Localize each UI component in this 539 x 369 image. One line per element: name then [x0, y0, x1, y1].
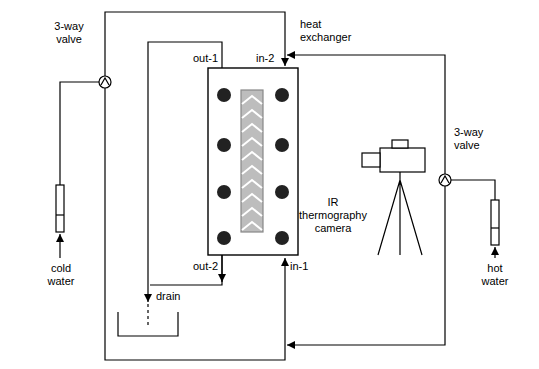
- pipe: [451, 180, 495, 200]
- pipe: [494, 247, 495, 258]
- flowmeter-float: [491, 227, 499, 228]
- chevron: [242, 222, 262, 230]
- valve-symbol: [439, 174, 451, 186]
- port-label: out-1: [186, 52, 218, 65]
- valve-symbol: [101, 78, 109, 85]
- pipe: [287, 186, 445, 345]
- pipe: [105, 12, 285, 76]
- port-hole: [275, 88, 289, 102]
- supply-label: cold water: [39, 262, 83, 288]
- part-label: drain: [156, 290, 196, 303]
- port-hole: [217, 88, 231, 102]
- supply-label: hot water: [473, 262, 517, 288]
- valve-symbol: [99, 76, 111, 88]
- port-label: in-1: [290, 260, 316, 273]
- chevron: [242, 166, 262, 174]
- chevron: [242, 152, 262, 160]
- valve-label: 3-way valve: [454, 126, 502, 152]
- chevron: [242, 124, 262, 132]
- port-hole: [275, 185, 289, 199]
- chevron-plate: [241, 90, 263, 232]
- pipe: [287, 55, 445, 174]
- port-hole: [217, 185, 231, 199]
- pipe: [150, 255, 222, 285]
- port-hole: [275, 231, 289, 245]
- pipe: [221, 255, 222, 282]
- pipe: [59, 234, 60, 258]
- pipe: [60, 82, 99, 185]
- pipe: [105, 88, 285, 360]
- part-label: heat exchanger: [300, 18, 362, 44]
- part-label: IR thermography camera: [296, 196, 370, 235]
- chevron: [242, 194, 262, 202]
- drain-tray: [118, 312, 178, 336]
- port-label: out-2: [186, 260, 218, 273]
- camera-viewfinder: [392, 140, 408, 148]
- valve-symbol: [441, 176, 449, 183]
- chevron: [242, 180, 262, 188]
- port-hole: [217, 138, 231, 152]
- flowmeter-float: [56, 214, 64, 215]
- tripod: [378, 172, 422, 255]
- chevron: [242, 138, 262, 146]
- chevron: [242, 96, 262, 104]
- camera-lens: [362, 153, 380, 167]
- heat-exchanger: [208, 68, 298, 255]
- port-label: in-2: [256, 52, 282, 65]
- camera-body: [380, 148, 425, 172]
- drain-drop: [147, 304, 148, 326]
- port-hole: [217, 231, 231, 245]
- valve-label: 3-way valve: [44, 20, 94, 46]
- port-hole: [275, 138, 289, 152]
- chevron: [242, 208, 262, 216]
- flowmeter: [56, 185, 64, 232]
- flowmeter: [491, 200, 499, 245]
- chevron: [242, 110, 262, 118]
